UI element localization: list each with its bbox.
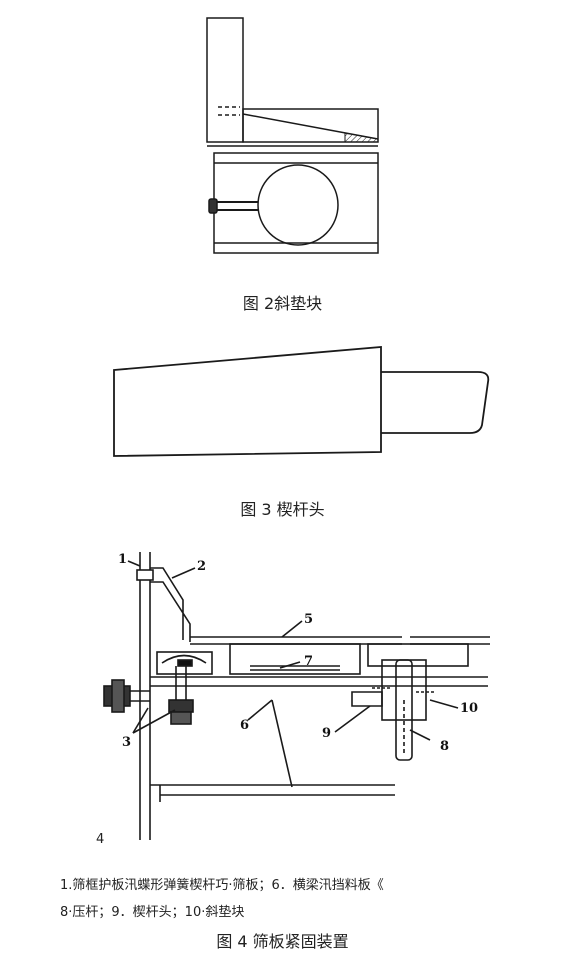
pad-round-hole (257, 164, 339, 246)
spring-block (156, 651, 213, 675)
figure-4-legend-line-1: 1.筛框护板汛蝶形弹簧楔杆巧·筛板；6．横梁汛挡料板《 (60, 878, 384, 893)
pad-vertical-post (206, 17, 244, 143)
support-box (229, 643, 361, 675)
pressure-rod (395, 659, 413, 761)
disc-spring (161, 654, 207, 664)
wedge-rod-shaft (381, 371, 490, 434)
wedge-head-body (113, 346, 382, 457)
label-9: 9 (322, 726, 331, 741)
figure-3-wedge-rod-head (113, 346, 490, 457)
bent-channel (150, 567, 191, 642)
label-2: 2 (197, 559, 206, 574)
label-10: 10 (460, 701, 478, 716)
pad-horizontal-block (242, 108, 379, 143)
figure-4-legend-line-2: 8·压杆；9．楔杆头；10·斜垫块 (60, 905, 245, 920)
label-3: 3 (122, 735, 131, 750)
wedge-rod-head (351, 691, 383, 707)
figure-4-caption: 图 4 筛板紧固装置 (216, 932, 349, 951)
figure-2-inclined-pad (206, 17, 379, 254)
pad-hatched-triangle (344, 132, 379, 143)
figure-2-caption: 图 2斜垫块 (242, 294, 323, 313)
label-8: 8 (440, 739, 449, 754)
figure-4-fastening-device (103, 552, 490, 840)
label-7: 7 (304, 654, 313, 669)
corner-label-4: 4 (96, 832, 104, 847)
label-6: 6 (240, 718, 249, 733)
pad-bolt-head (208, 198, 218, 214)
label-5: 5 (304, 612, 313, 627)
figure-3-caption: 图 3 楔杆头 (240, 500, 325, 519)
vertical-bolt-nut (168, 699, 194, 713)
label-1: 1 (118, 552, 127, 567)
